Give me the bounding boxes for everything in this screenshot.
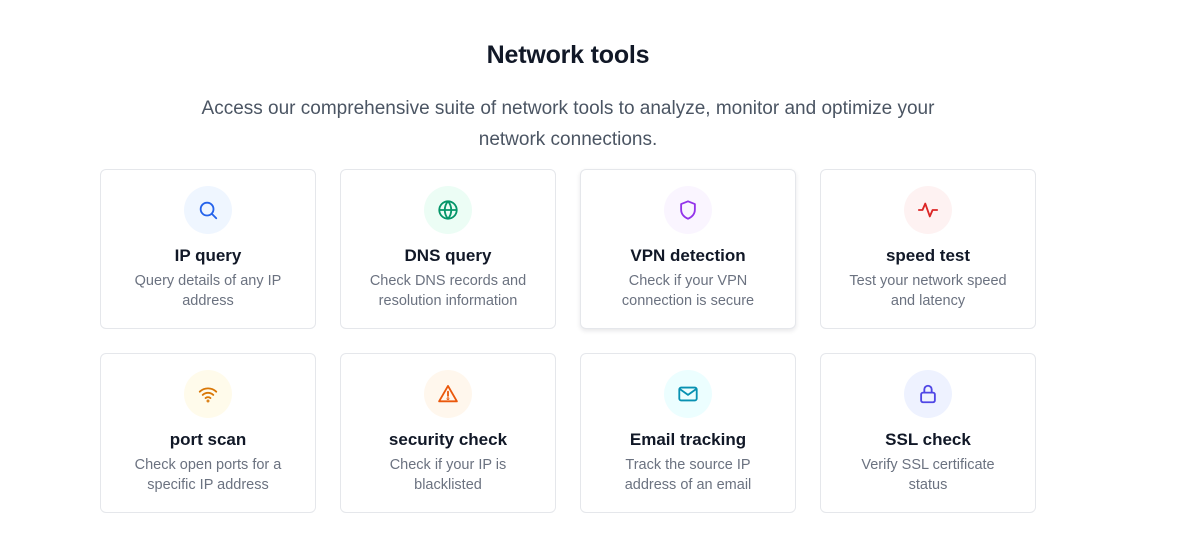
icon-circle <box>664 370 712 418</box>
tool-card-security-check[interactable]: security check Check if your IP is black… <box>340 353 556 513</box>
tool-card-vpn-detection[interactable]: VPN detection Check if your VPN connecti… <box>580 169 796 329</box>
shield-icon <box>680 200 696 220</box>
icon-circle <box>184 370 232 418</box>
icon-circle <box>424 186 472 234</box>
tool-card-speed-test[interactable]: speed test Test your network speed and l… <box>820 169 1036 329</box>
tools-grid: IP query Query details of any IP address… <box>100 169 1036 513</box>
tool-card-email-tracking[interactable]: Email tracking Track the source IP addre… <box>580 353 796 513</box>
tool-title: Email tracking <box>629 430 747 449</box>
icon-circle <box>904 186 952 234</box>
tool-title: port scan <box>169 430 247 449</box>
page-title: Network tools <box>486 40 650 69</box>
page-subtitle: Access our comprehensive suite of networ… <box>201 98 935 150</box>
tool-description: Check DNS records and resolution informa… <box>369 273 527 309</box>
alert-triangle-icon <box>438 385 458 403</box>
mail-icon <box>678 386 698 402</box>
icon-circle <box>184 186 232 234</box>
lock-icon <box>920 384 936 404</box>
tool-card-dns-query[interactable]: DNS query Check DNS records and resoluti… <box>340 169 556 329</box>
tool-title: VPN detection <box>630 246 746 265</box>
tool-card-port-scan[interactable]: port scan Check open ports for a specifi… <box>100 353 316 513</box>
tool-description: Track the source IP address of an email <box>624 457 752 493</box>
tool-description: Verify SSL certificate status <box>861 457 995 493</box>
tool-card-ip-query[interactable]: IP query Query details of any IP address <box>100 169 316 329</box>
globe-icon <box>438 200 458 220</box>
tool-description: Check open ports for a specific IP addre… <box>134 457 282 493</box>
tool-title: SSL check <box>885 430 971 449</box>
tool-description: Check if your VPN connection is secure <box>621 273 755 309</box>
icon-circle <box>664 186 712 234</box>
tool-description: Check if your IP is blacklisted <box>389 457 507 493</box>
wifi-icon <box>198 387 218 403</box>
tool-title: security check <box>388 430 508 449</box>
tool-card-ssl-check[interactable]: SSL check Verify SSL certificate status <box>820 353 1036 513</box>
activity-icon <box>917 202 939 218</box>
icon-circle <box>424 370 472 418</box>
tool-title: speed test <box>885 246 971 265</box>
tool-description: Test your network speed and latency <box>849 273 1007 309</box>
tool-title: DNS query <box>404 246 492 265</box>
tool-title: IP query <box>174 246 242 265</box>
tool-description: Query details of any IP address <box>134 273 282 309</box>
icon-circle <box>904 370 952 418</box>
search-icon <box>199 201 218 220</box>
